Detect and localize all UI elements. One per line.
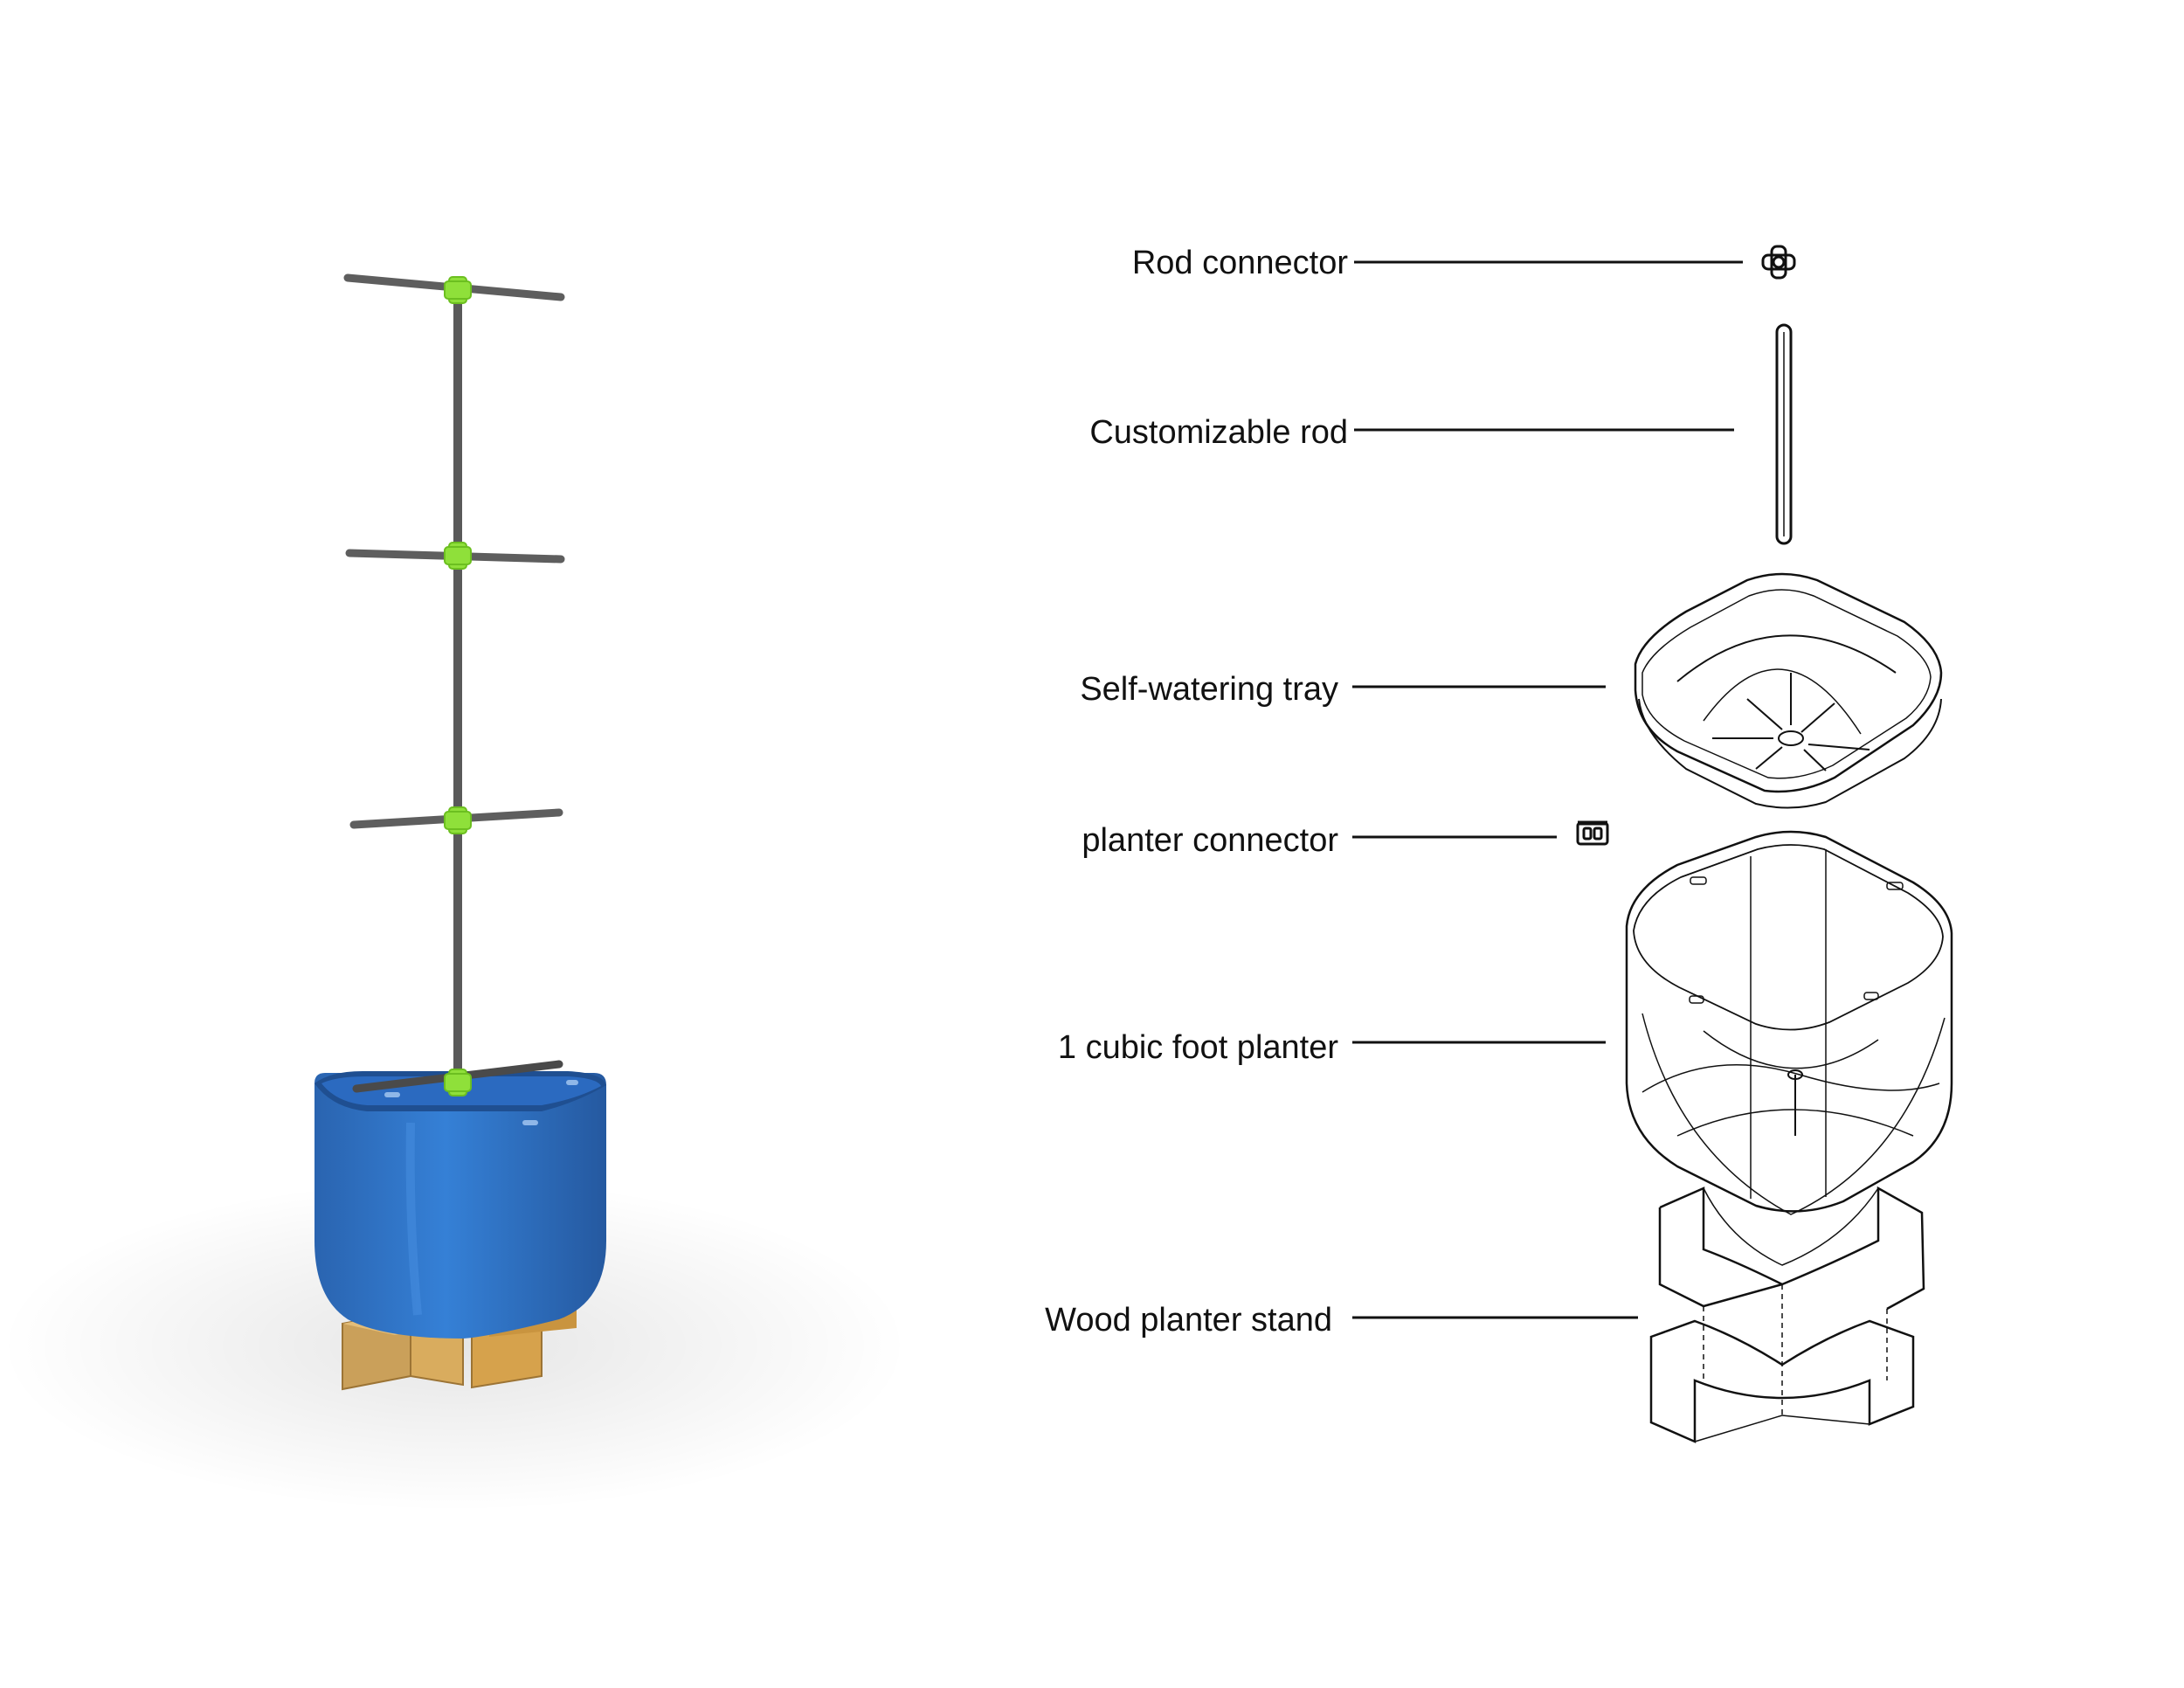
planter-icon	[1625, 830, 1953, 1215]
label-customizable-rod: Customizable rod	[1089, 414, 1348, 451]
label-wood-planter-stand: Wood planter stand	[1045, 1302, 1332, 1339]
planter-body-render	[314, 1073, 606, 1339]
label-planter-connector: planter connector	[1082, 822, 1338, 859]
label-rod-connector: Rod connector	[1131, 245, 1348, 281]
green-connector-render	[444, 1069, 472, 1097]
clip-connector-icon	[1576, 820, 1609, 846]
rod-icon	[1775, 323, 1793, 545]
exploded-view	[1352, 245, 1953, 1443]
cross-connector-icon	[1761, 245, 1796, 280]
green-connector-render	[444, 806, 472, 834]
label-cubic-foot-planter: 1 cubic foot planter	[1057, 1029, 1338, 1066]
wood-stand-icon	[1649, 1186, 1925, 1443]
tray-icon	[1634, 572, 1943, 809]
green-connector-render	[444, 542, 472, 570]
assembled-planter-render	[0, 273, 909, 1512]
label-self-watering-tray: Self-watering tray	[1080, 671, 1338, 708]
green-connector-render	[444, 276, 472, 304]
vertical-rod-render	[453, 284, 462, 1088]
